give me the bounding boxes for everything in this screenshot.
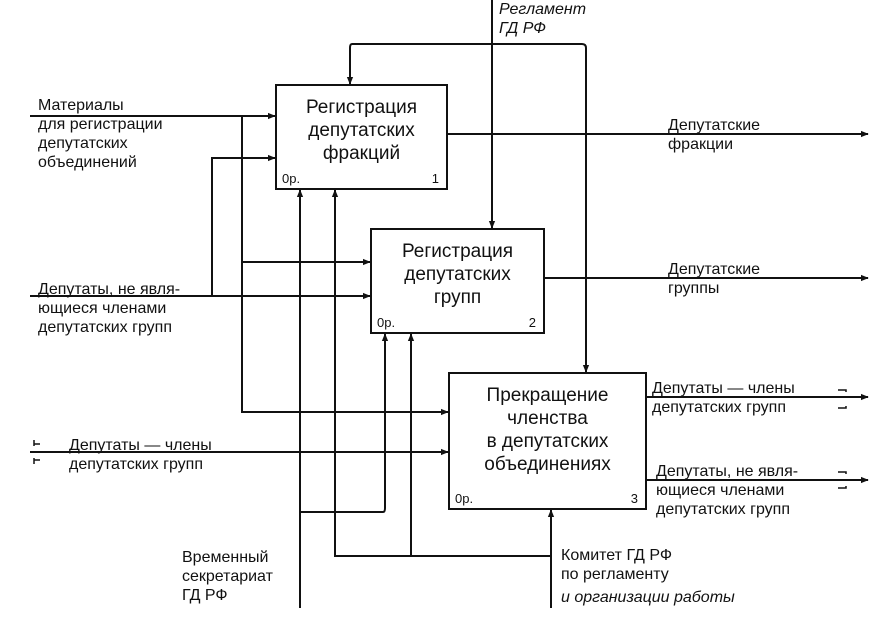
secretariat-to-box2-arrow <box>300 333 389 513</box>
box3-code: 0р. <box>455 491 474 506</box>
box2-title: Регистрация депутатских групп <box>401 241 514 308</box>
tunnel-bracket-left <box>33 440 40 464</box>
box1-number: 1 <box>431 171 439 186</box>
reglament-to-box3-arrow <box>492 43 590 373</box>
non-members-output-label: Депутаты, не явля- ющиеся членами депута… <box>656 463 799 518</box>
reglament-label: Регламент ГД РФ <box>499 1 587 37</box>
process-box-2: Регистрация депутатских групп 0р. 2 <box>370 228 545 334</box>
non-members-input-label: Депутаты, не явля- ющиеся членами депута… <box>38 281 181 336</box>
materials-label: Материалы для регистрации депутатских об… <box>38 97 163 171</box>
members-output-label: Депутаты — члены депутатских групп <box>652 380 795 416</box>
process-box-3: Прекращение членства в депутатских объед… <box>448 372 647 510</box>
box2-code: 0р. <box>377 315 396 330</box>
committee-label-line2: и организации работы <box>561 589 735 606</box>
reglament-to-box1-arrow <box>346 43 492 85</box>
box3-title: Прекращение членства в депутатских объед… <box>484 385 611 475</box>
materials-branch-box3-arrow <box>241 262 449 416</box>
committee-to-box1-arrow <box>331 189 551 557</box>
box1-code: 0р. <box>282 171 301 186</box>
tunnel-bracket-right-top <box>838 389 847 409</box>
box2-number: 2 <box>528 315 536 330</box>
process-box-1: Регистрация депутатских фракций 0р. 1 <box>275 84 448 190</box>
committee-label-line1: Комитет ГД РФ по регламенту <box>561 547 672 583</box>
box3-number: 3 <box>630 491 638 506</box>
box1-title: Регистрация депутатских фракций <box>305 97 418 164</box>
members-input-label: Депутаты — члены депутатских групп <box>69 437 212 473</box>
tunnel-bracket-right-bottom <box>838 471 847 489</box>
secretariat-label: Временный секретариат ГД РФ <box>182 549 273 604</box>
non-members-to-box1-arrow <box>211 154 276 296</box>
fractions-output-label: Депутатские фракции <box>668 117 761 153</box>
groups-output-label: Депутатские группы <box>668 261 761 297</box>
